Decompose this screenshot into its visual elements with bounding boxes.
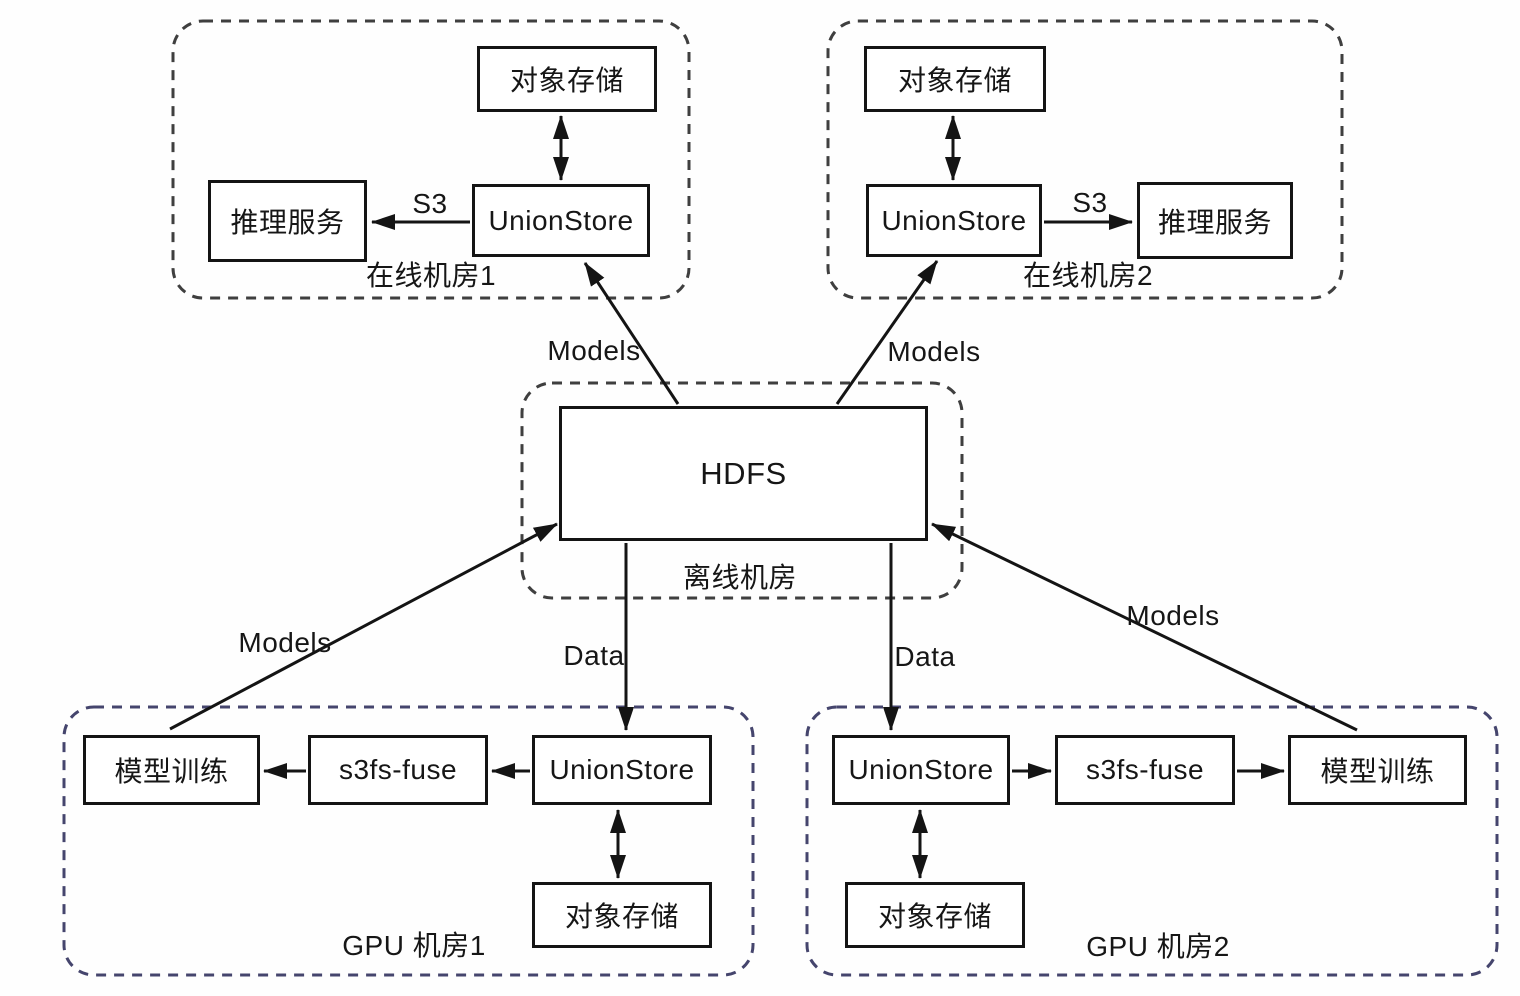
node-label: HDFS <box>700 455 787 491</box>
node-online1-object-storage: 对象存储 <box>477 46 657 112</box>
node-gpu2-model-training: 模型训练 <box>1288 735 1467 805</box>
node-label: 对象存储 <box>897 65 1012 96</box>
node-label: UnionStore <box>848 754 994 785</box>
group-border-gpu-room-2 <box>805 705 1499 977</box>
node-label: 推理服务 <box>230 207 345 238</box>
node-gpu2-s3fs-fuse: s3fs-fuse <box>1055 735 1235 805</box>
node-label: s3fs-fuse <box>338 754 458 785</box>
arrow-gpu2-training-to-hdfs-models <box>931 522 1358 732</box>
arrow-gpu1-training-to-hdfs-models <box>169 522 558 731</box>
group-border-online-room-1 <box>171 19 691 300</box>
edge-label-models-bottom-right: Models <box>1126 600 1220 631</box>
edge-label-s3-online1: S3 <box>412 188 448 219</box>
node-online2-unionstore: UnionStore <box>866 184 1042 257</box>
arrow-hdfs-to-online1-models <box>583 262 680 405</box>
arrow-hdfs-to-online2-models <box>835 260 939 405</box>
node-gpu1-model-training: 模型训练 <box>83 735 260 805</box>
node-label: 模型训练 <box>114 756 229 787</box>
node-label: 对象存储 <box>877 901 992 932</box>
node-label: 模型训练 <box>1320 756 1435 787</box>
group-label-gpu-room-2: GPU 机房2 <box>1086 931 1230 962</box>
group-label-offline-room: 离线机房 <box>682 562 798 593</box>
node-gpu1-s3fs-fuse: s3fs-fuse <box>308 735 488 805</box>
group-label-online-room-2: 在线机房2 <box>1022 260 1154 291</box>
node-label: UnionStore <box>881 204 1027 236</box>
node-label: 对象存储 <box>509 65 624 96</box>
edge-label-models-top-right: Models <box>887 336 981 367</box>
edge-label-models-top-left: Models <box>547 335 641 366</box>
group-border-offline-room <box>520 381 964 600</box>
edge-label-data-right: Data <box>894 641 956 672</box>
edge-label-s3-online2: S3 <box>1072 187 1108 218</box>
node-online1-unionstore: UnionStore <box>472 184 650 257</box>
node-label: 对象存储 <box>564 901 679 932</box>
node-gpu2-unionstore: UnionStore <box>832 735 1010 805</box>
group-label-gpu-room-1: GPU 机房1 <box>342 930 486 961</box>
group-border-online-room-2 <box>826 19 1344 300</box>
node-online1-inference-service: 推理服务 <box>208 180 367 262</box>
node-online2-inference-service: 推理服务 <box>1137 182 1293 259</box>
edge-label-models-bottom-left: Models <box>238 627 332 658</box>
node-online2-object-storage: 对象存储 <box>864 46 1046 112</box>
edge-label-data-left: Data <box>563 640 625 671</box>
group-label-online-room-1: 在线机房1 <box>365 260 497 291</box>
node-label: UnionStore <box>488 204 634 236</box>
node-hdfs: HDFS <box>559 406 928 541</box>
group-border-gpu-room-1 <box>62 705 755 977</box>
node-label: UnionStore <box>549 754 695 785</box>
node-label: 推理服务 <box>1157 206 1272 238</box>
node-label: s3fs-fuse <box>1085 754 1205 785</box>
node-gpu1-object-storage: 对象存储 <box>532 882 712 948</box>
node-gpu1-unionstore: UnionStore <box>532 735 712 805</box>
node-gpu2-object-storage: 对象存储 <box>845 882 1025 948</box>
